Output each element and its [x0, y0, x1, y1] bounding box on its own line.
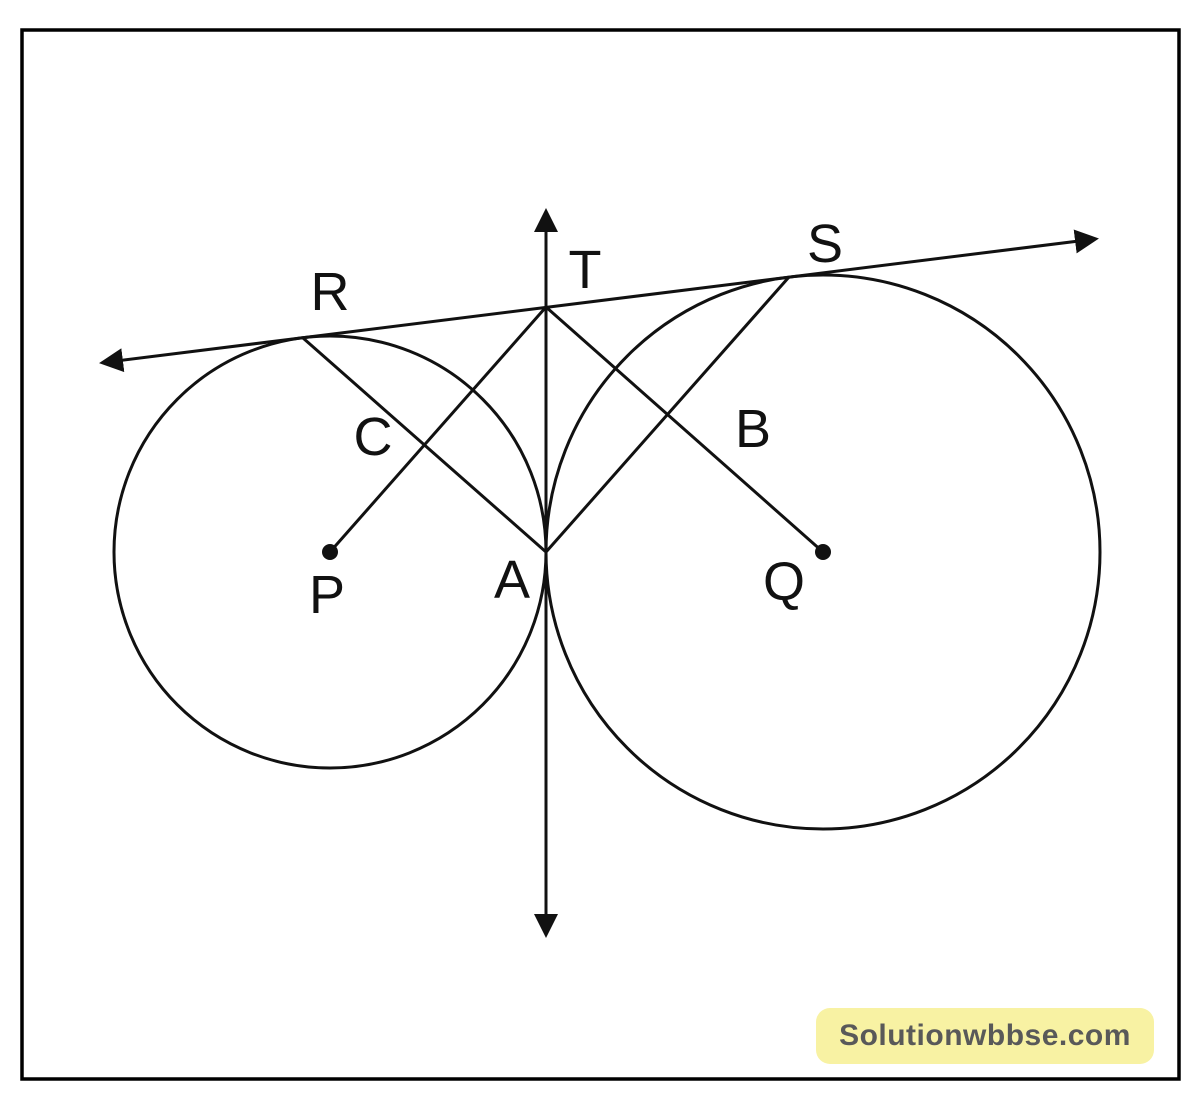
point-label-T: T — [569, 240, 602, 300]
watermark-text: Solutionwbbse.com — [839, 1019, 1131, 1052]
tangent-line-RS — [99, 229, 1099, 373]
figure-border — [20, 28, 1181, 1081]
point-label-S: S — [807, 214, 843, 274]
watermark-badge: Solutionwbbse.com — [816, 1008, 1154, 1064]
point-label-Q: Q — [763, 552, 805, 612]
point-label-A: A — [494, 550, 530, 610]
point-label-B: B — [735, 399, 771, 459]
point-label-C: C — [354, 407, 393, 467]
segment-PT — [328, 306, 548, 553]
segment-QT — [545, 305, 824, 554]
point-label-R: R — [311, 262, 350, 322]
point-label-P: P — [309, 565, 345, 625]
center-dot-P — [322, 544, 338, 560]
center-dot-Q — [815, 544, 831, 560]
